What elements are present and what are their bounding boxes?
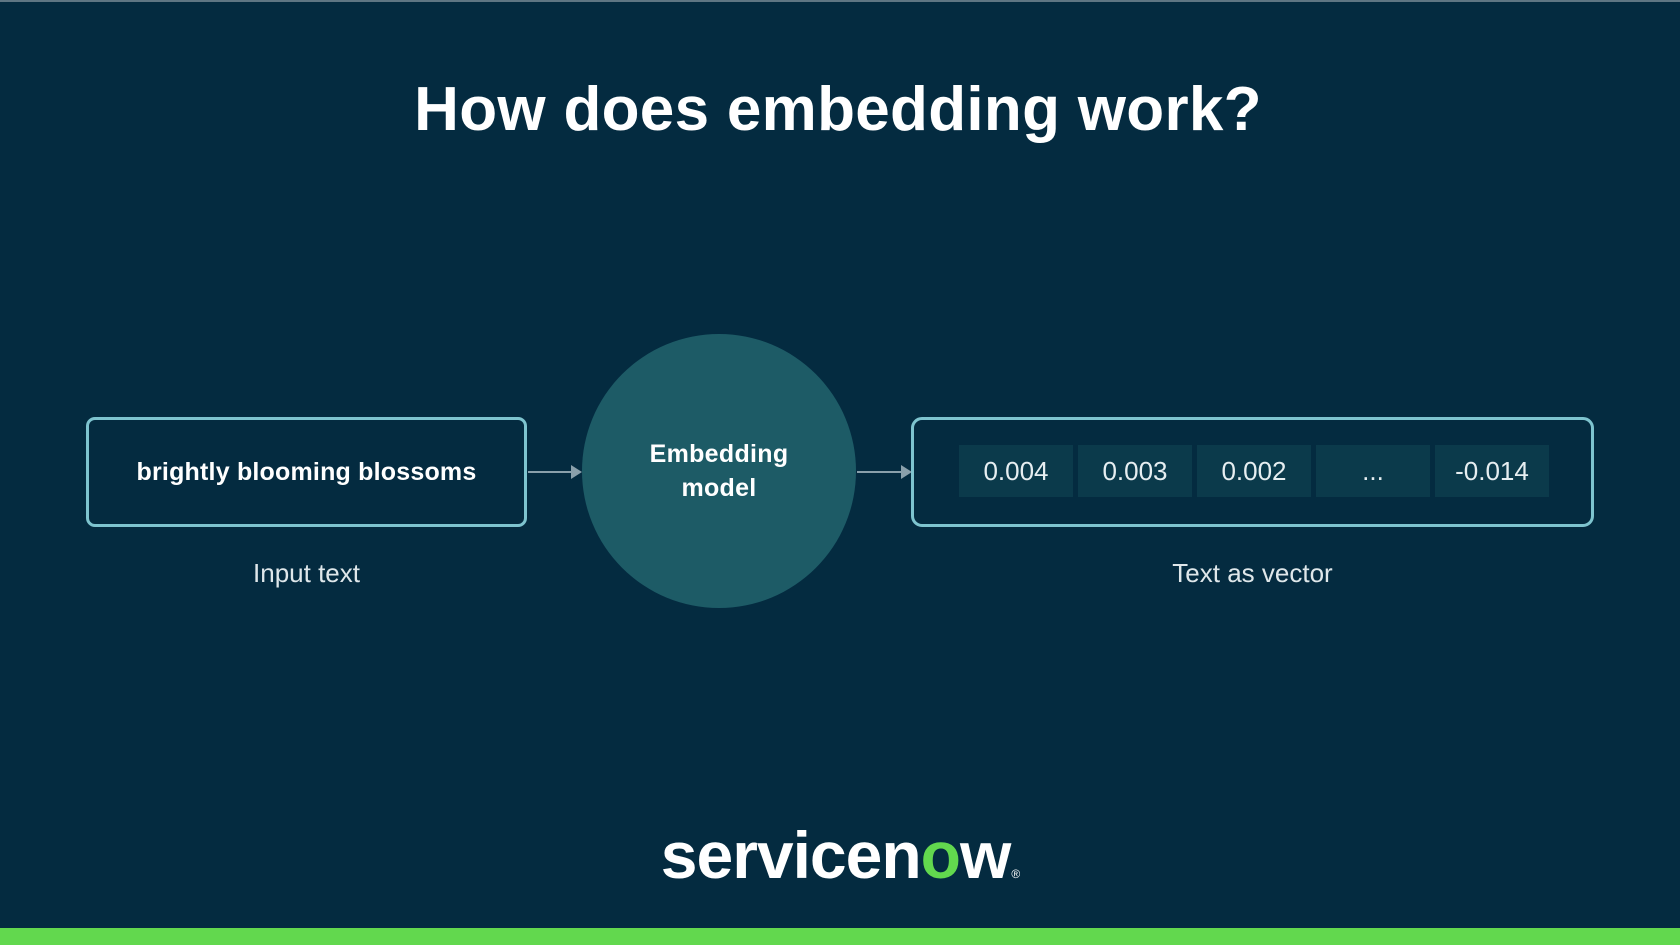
vector-cell-ellipsis: ... [1316,445,1430,497]
embedding-model-circle: Embedding model [582,334,856,608]
servicenow-logo: servicenow® [0,815,1680,914]
vector-cell: -0.014 [1435,445,1549,497]
vector-cells: 0.004 0.003 0.002 ... -0.014 [959,445,1549,497]
input-text-caption: Input text [253,558,360,588]
input-text-value: brightly blooming blossoms [136,457,477,486]
vector-cell: 0.002 [1197,445,1311,497]
logo-o-icon: o [920,818,961,892]
slide-title: How does embedding work? [414,75,1262,144]
vector-cell: 0.003 [1078,445,1192,497]
bottom-accent-bar [0,928,1680,945]
vector-output-box: 0.004 0.003 0.002 ... -0.014 [911,417,1594,527]
logo-text-part1: servicen [660,818,922,892]
registered-mark: ® [1011,867,1020,881]
arrow-right-icon [528,465,582,479]
top-rule [0,0,1680,2]
model-label-line1: Embedding [649,440,789,468]
model-label-line2: model [681,474,757,502]
logo-text-part2: w [960,818,1011,892]
arrow-right-icon [857,465,912,479]
input-text-box: brightly blooming blossoms [86,417,527,527]
output-vector-caption: Text as vector [1172,558,1333,588]
vector-cell: 0.004 [959,445,1073,497]
